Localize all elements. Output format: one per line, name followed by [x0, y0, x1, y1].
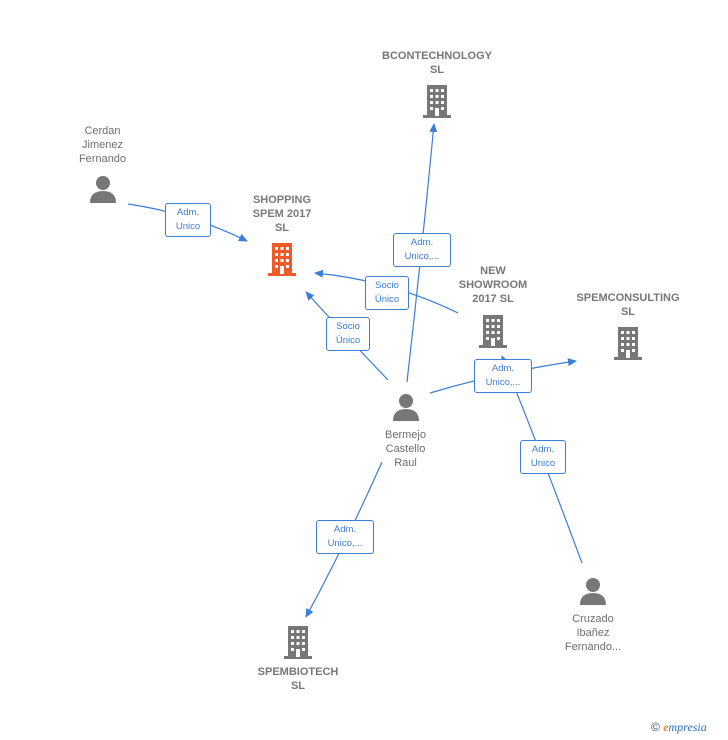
- node-cruzado-label: Cruzado Ibañez Fernando...: [564, 613, 622, 653]
- node-bermejo[interactable]: Bermejo Castello Raul: [358, 392, 453, 470]
- node-spembiotech-label: SPEMBIOTECH SL: [257, 666, 339, 692]
- node-bermejo-label: Bermejo Castello Raul: [385, 429, 426, 469]
- person-icon: [358, 392, 453, 422]
- node-spemconsulting[interactable]: SPEMCONSULTING SL: [566, 291, 690, 361]
- edge-label-newshowroom-shopping[interactable]: Socio Único: [365, 276, 409, 310]
- node-cerdan[interactable]: Cerdan Jimenez Fernando: [55, 124, 150, 204]
- edge-label-bermejo-bcontechnology[interactable]: Adm. Unico,...: [393, 233, 451, 267]
- building-icon-highlighted: [230, 241, 334, 277]
- building-icon: [566, 325, 690, 361]
- building-icon: [443, 313, 543, 349]
- edge-label-bermejo-spemconsulting[interactable]: Adm. Unico,...: [474, 359, 532, 393]
- node-cerdan-label: Cerdan Jimenez Fernando: [78, 125, 127, 165]
- building-icon: [240, 624, 356, 660]
- person-icon: [543, 576, 643, 606]
- node-newshowroom-label: NEW SHOWROOM 2017 SL: [458, 265, 528, 305]
- edge-label-bermejo-shopping[interactable]: Socio Único: [326, 317, 370, 351]
- copyright-footer: © empresia: [651, 720, 707, 735]
- edge-label-cerdan-shopping[interactable]: Adm. Unico: [165, 203, 211, 237]
- edge-label-cruzado-newshowroom[interactable]: Adm. Unico: [520, 440, 566, 474]
- node-cruzado[interactable]: Cruzado Ibañez Fernando...: [543, 576, 643, 654]
- node-shopping-label: SHOPPING SPEM 2017 SL: [252, 194, 312, 234]
- node-bcontechnology[interactable]: BCONTECHNOLOGY SL: [372, 49, 502, 119]
- building-icon: [372, 83, 502, 119]
- node-shopping[interactable]: SHOPPING SPEM 2017 SL: [230, 193, 334, 277]
- person-icon: [55, 174, 150, 204]
- node-spemconsulting-label: SPEMCONSULTING SL: [576, 292, 680, 318]
- node-bcontechnology-label: BCONTECHNOLOGY SL: [382, 50, 492, 76]
- edge-label-bermejo-spembiotech[interactable]: Adm. Unico,...: [316, 520, 374, 554]
- node-spembiotech[interactable]: SPEMBIOTECH SL: [240, 624, 356, 693]
- node-newshowroom[interactable]: NEW SHOWROOM 2017 SL: [443, 264, 543, 349]
- brand-logo: empresia: [663, 720, 707, 734]
- copyright-icon: ©: [651, 720, 660, 734]
